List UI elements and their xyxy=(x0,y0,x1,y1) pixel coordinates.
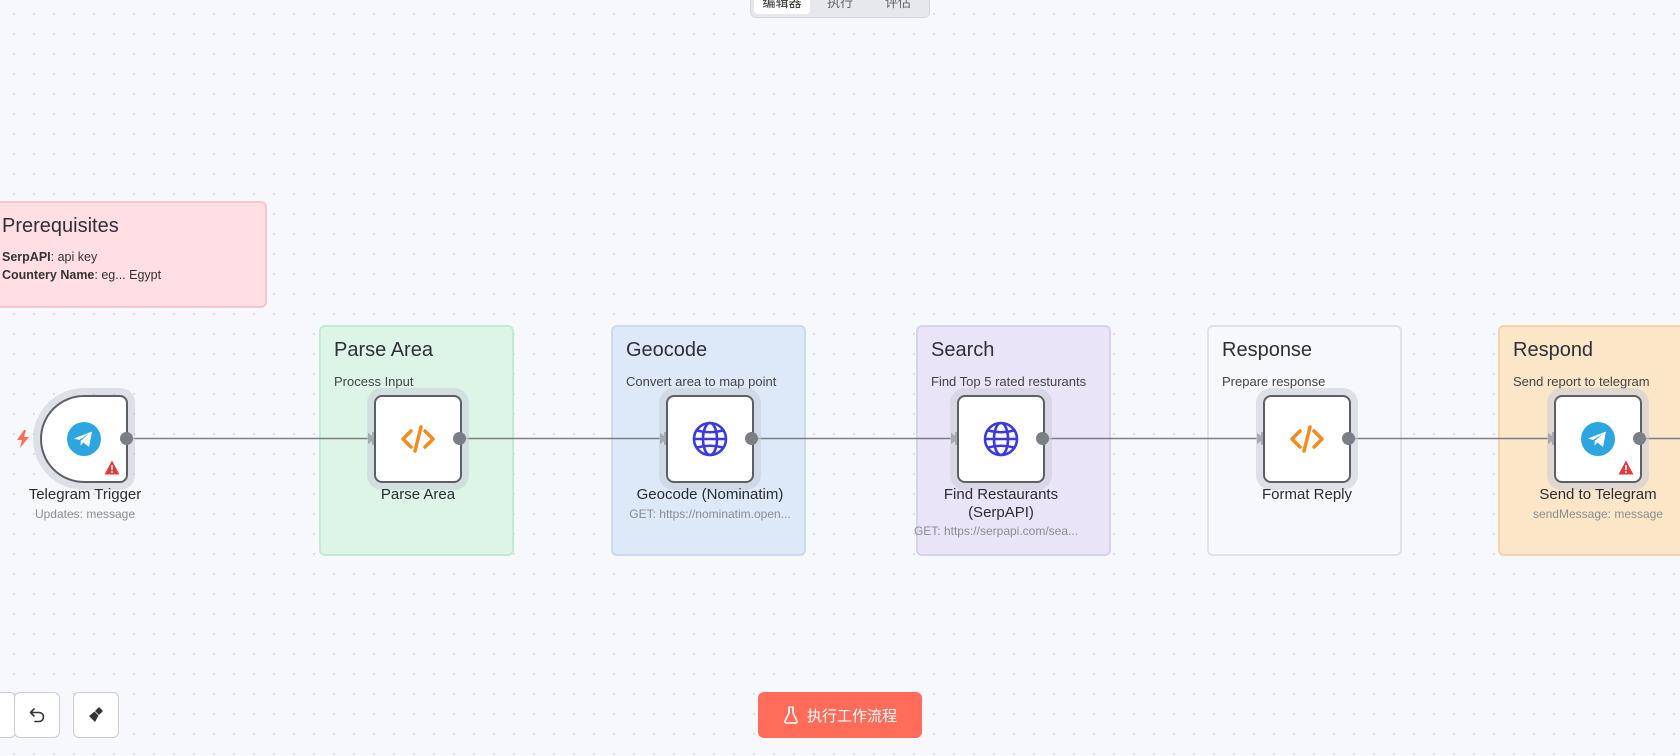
undo-icon xyxy=(29,708,45,723)
tab-evaluations[interactable]: 评估 xyxy=(884,0,911,10)
node-label: Find Restaurants (SerpAPI) xyxy=(943,486,1059,521)
node-label: Telegram Trigger xyxy=(28,486,142,503)
broom-icon xyxy=(89,707,103,722)
sticky-subtitle: Prepare response xyxy=(1222,374,1326,389)
undo-button[interactable] xyxy=(14,692,60,738)
node-label: Format Reply xyxy=(1261,486,1353,503)
sticky-subtitle: Find Top 5 rated resturants xyxy=(931,374,1087,389)
sticky-title: Prerequisites xyxy=(2,215,119,237)
output-handle[interactable] xyxy=(1342,432,1355,445)
node-send-to-telegram[interactable] xyxy=(1554,395,1642,483)
sticky-title: Search xyxy=(931,339,995,361)
telegram-icon xyxy=(64,419,104,459)
node-find-restaurants[interactable] xyxy=(957,395,1045,483)
code-icon xyxy=(1287,419,1327,459)
node-subtitle: GET: https://nominatim.open... xyxy=(629,507,791,521)
trigger-bolt-icon xyxy=(17,430,29,448)
view-tabs: 编辑器 执行 评估 xyxy=(750,0,930,18)
globe-icon xyxy=(981,419,1021,459)
output-handle[interactable] xyxy=(120,432,133,445)
output-handle[interactable] xyxy=(1036,432,1049,445)
sticky-subtitle: Process Input xyxy=(334,374,414,389)
node-parse-area[interactable] xyxy=(374,395,462,483)
sticky-title: Respond xyxy=(1513,339,1594,361)
node-telegram-trigger[interactable] xyxy=(40,395,128,483)
tab-executions[interactable]: 执行 xyxy=(826,0,853,10)
output-handle[interactable] xyxy=(745,432,758,445)
tidy-up-button[interactable] xyxy=(73,692,119,738)
execute-workflow-label: 执行工作流程 xyxy=(806,707,897,725)
node-label: Parse Area xyxy=(380,486,456,503)
node-label: Geocode (Nominatim) xyxy=(636,486,784,503)
node-subtitle: GET: https://serpapi.com/sea... xyxy=(913,524,1079,538)
sticky-parse-area[interactable]: Parse Area Process Input xyxy=(319,325,514,556)
warning-icon xyxy=(104,460,120,475)
warning-icon xyxy=(1618,460,1634,475)
globe-icon xyxy=(690,419,730,459)
tab-editor[interactable]: 编辑器 xyxy=(754,0,810,14)
execute-workflow-button[interactable]: 执行工作流程 xyxy=(758,692,922,738)
node-subtitle: Updates: message xyxy=(34,507,136,521)
prereq-line-serpapi: SerpAPI: api key xyxy=(2,250,98,264)
sticky-title: Parse Area xyxy=(334,339,433,361)
sticky-title: Response xyxy=(1222,339,1313,361)
output-handle[interactable] xyxy=(453,432,466,445)
sticky-prerequisites[interactable]: Prerequisites SerpAPI: api key Countery … xyxy=(0,201,267,308)
sticky-subtitle: Send report to telegram xyxy=(1513,374,1650,389)
sticky-title: Geocode xyxy=(626,339,708,361)
node-subtitle: sendMessage: message xyxy=(1532,507,1664,521)
node-geocode-nominatim[interactable] xyxy=(666,395,754,483)
node-label: Send to Telegram xyxy=(1539,486,1657,503)
node-format-reply[interactable] xyxy=(1263,395,1351,483)
prereq-line-country: Countery Name: eg... Egypt xyxy=(2,268,162,282)
flask-icon xyxy=(784,706,798,724)
output-handle[interactable] xyxy=(1633,432,1646,445)
code-icon xyxy=(398,419,438,459)
sticky-subtitle: Convert area to map point xyxy=(626,374,777,389)
telegram-icon xyxy=(1578,419,1618,459)
